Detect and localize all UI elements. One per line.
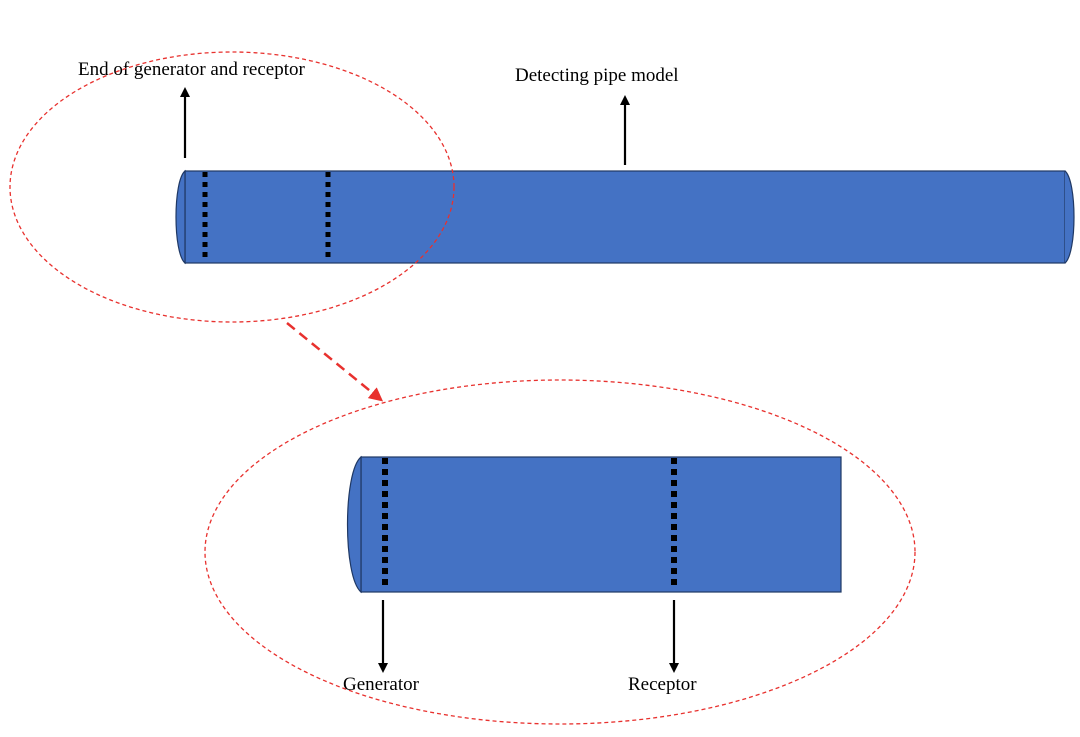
pipe-body [184,170,1066,264]
pipe-label: Detecting pipe model [515,65,679,86]
generator-label: Generator [343,674,420,695]
detecting-pipe [175,169,1075,265]
zoomed-pipe-body [360,456,842,593]
highlight-ellipse-top [9,51,455,323]
pipe-right-cap [1064,170,1075,264]
zoom-arrow [286,322,384,402]
highlight-ellipse-bottom [204,379,916,725]
zoomed-pipe [346,455,842,594]
receptor-label: Receptor [628,674,697,695]
zoomed-pipe-left-cap [346,455,362,594]
end-label: End of generator and receptor [78,59,306,80]
pipe-left-cap [175,169,186,265]
